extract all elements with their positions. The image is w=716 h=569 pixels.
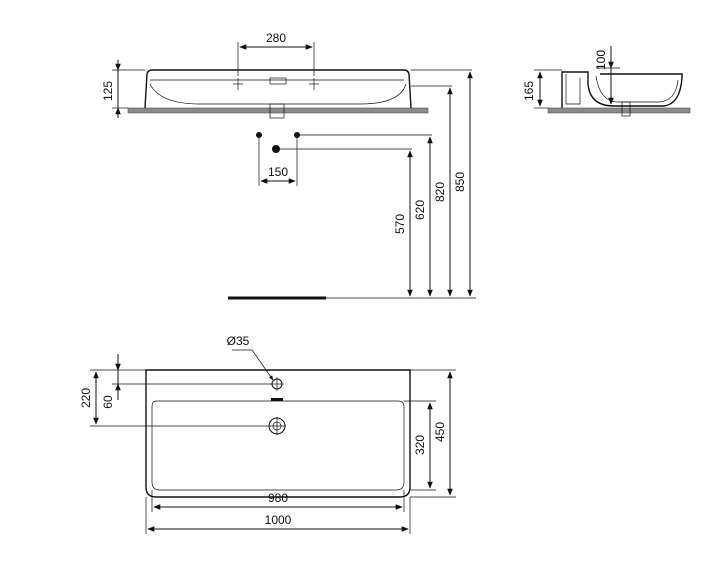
dim-570-label: 570 (393, 214, 407, 234)
dim-820-label: 820 (433, 182, 447, 202)
dim-280-label: 280 (266, 31, 286, 45)
basin-inner-curve (149, 83, 407, 105)
waste-point (272, 145, 280, 153)
dim-165-label: 165 (522, 81, 536, 101)
tap-hole-center (269, 77, 287, 85)
side-basin-inner (595, 75, 679, 103)
tap-hole-right (309, 78, 319, 90)
drain-outlet (269, 103, 285, 119)
side-drain (621, 101, 631, 117)
dim-150-label: 150 (268, 165, 288, 179)
plan-drain (268, 417, 286, 435)
dim-220-label: 220 (79, 388, 93, 408)
dim-60-label: 60 (101, 395, 115, 409)
dim-620-label: 620 (413, 200, 427, 220)
front-elevation: 280 125 150 570 620 820 (101, 31, 476, 300)
pipe-point-upper-left (256, 132, 262, 138)
wall-hatch (127, 107, 429, 114)
basin-front-outline (144, 69, 412, 109)
side-tap-body (565, 74, 581, 105)
dim-d35-label: Ø35 (227, 334, 250, 348)
tap-hole-left (233, 78, 243, 90)
plan-overflow-slot (271, 398, 283, 401)
side-wall-hatch (547, 107, 691, 114)
plan-outer-outline (145, 369, 411, 498)
dim-450-label: 450 (433, 422, 447, 442)
dim-1000-label: 1000 (265, 513, 292, 527)
side-elevation: 100 165 (522, 46, 691, 117)
dim-100-label: 100 (594, 50, 608, 70)
dim-980-label: 980 (268, 491, 288, 505)
dim-125-label: 125 (101, 81, 115, 101)
dim-320-label: 320 (413, 435, 427, 455)
plan-inner-bowl (151, 400, 405, 491)
dim-850-label: 850 (453, 172, 467, 192)
side-basin-outline (561, 71, 683, 108)
plan-view: Ø35 220 60 320 450 980 1000 (79, 334, 456, 534)
